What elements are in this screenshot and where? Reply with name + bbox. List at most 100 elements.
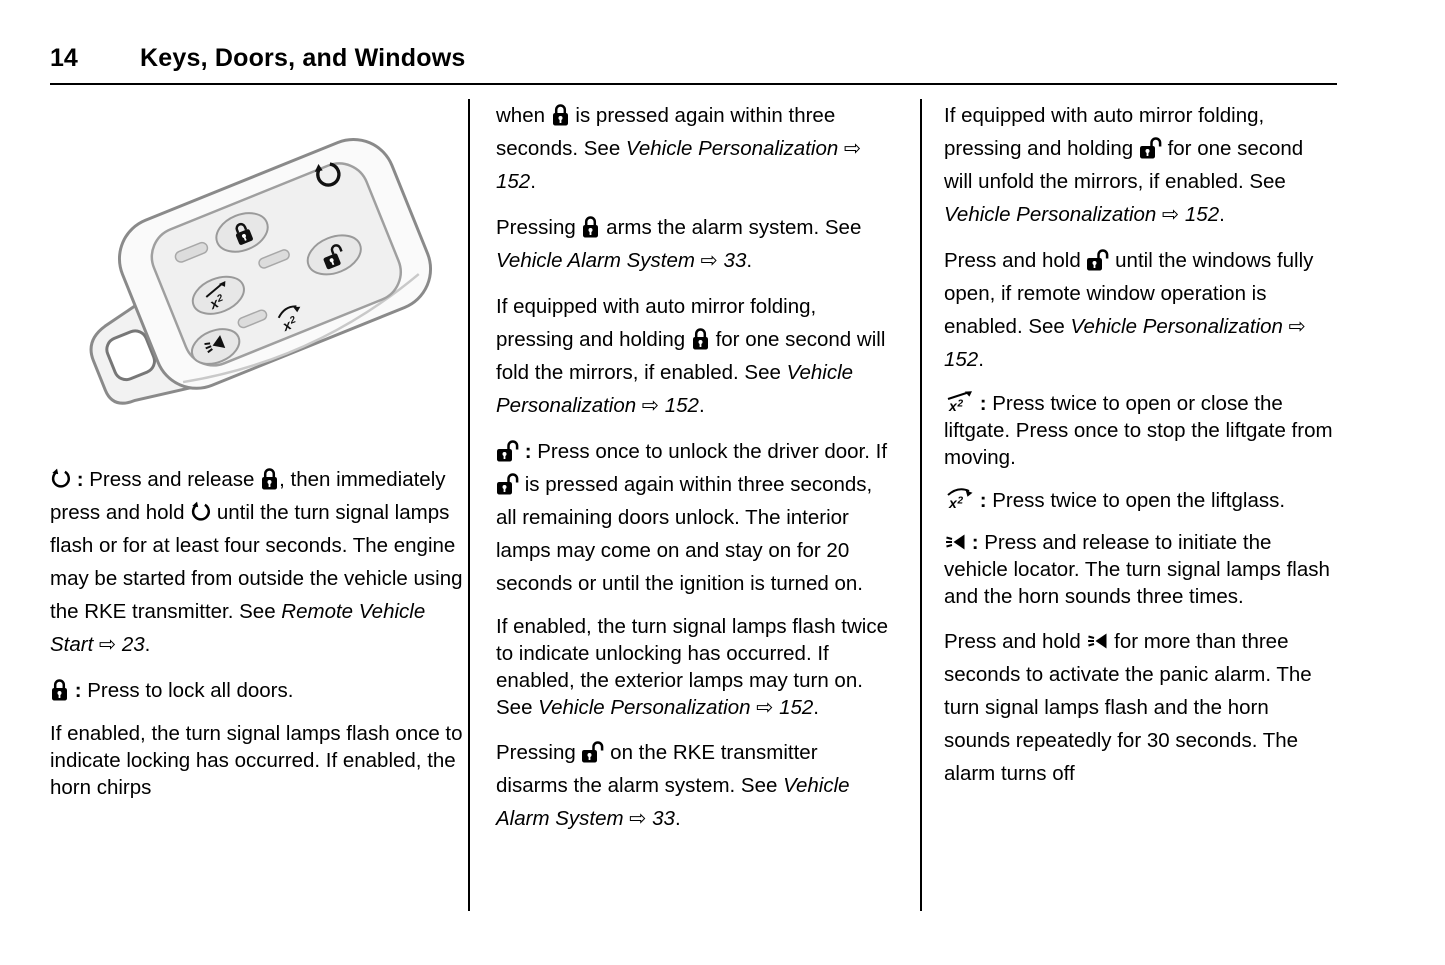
- text-run: :: [966, 531, 985, 554]
- text-run: on the RKE transmitter disarms the alarm…: [496, 741, 818, 797]
- text-run: Press and release: [89, 468, 261, 491]
- liftglass-x2-icon: x 2: [944, 486, 974, 511]
- column-3: If equipped with auto mirror folding, pr…: [922, 99, 1337, 931]
- vehicle-locator-horn-icon: [944, 532, 966, 552]
- liftgate-x2-icon: x 2: [944, 389, 974, 414]
- cross-reference: Vehicle Alarm System ⇨ 33: [496, 774, 850, 830]
- text-run: Press and release to initiate the vehicl…: [944, 531, 1330, 608]
- unlock-icon: [496, 438, 519, 463]
- text-run: for one second will fold the mirrors, if…: [496, 328, 886, 384]
- text-run: .: [978, 348, 984, 371]
- text-run: for one second will unfold the mirrors, …: [944, 137, 1304, 193]
- lock-icon: [260, 466, 279, 491]
- text-run: .: [674, 807, 681, 830]
- text-run: .: [530, 170, 536, 193]
- text-run: Pressing: [496, 216, 582, 239]
- cross-reference: Vehicle Alarm System ⇨ 33: [496, 249, 747, 272]
- text-run: .: [1219, 203, 1225, 226]
- remote-start-icon: [50, 468, 71, 489]
- page-title: Keys, Doors, and Windows: [140, 44, 466, 72]
- fob-horn-button: [190, 328, 241, 365]
- lock-icon: [551, 102, 570, 127]
- paragraph: Pressing arms the alarm system. See Vehi…: [496, 211, 894, 277]
- unlock-icon: [496, 471, 519, 496]
- svg-text:2: 2: [957, 399, 964, 410]
- fob-slot: [237, 309, 268, 329]
- text-run: If equipped with auto mirror folding, pr…: [944, 104, 1265, 160]
- column-divider: [468, 99, 470, 911]
- remote-start-icon: [190, 501, 211, 522]
- svg-text:2: 2: [287, 314, 298, 327]
- text-run: when: [496, 104, 551, 127]
- text-run: If enabled, the turn signal lamps flash …: [50, 722, 463, 799]
- text-run: Press twice to open or close the liftgat…: [944, 392, 1333, 469]
- paragraph: x 2 : Press twice to open the liftglass.: [944, 486, 1337, 514]
- cross-reference: Vehicle Personalization ⇨ 152: [496, 361, 854, 417]
- page-header: 14 Keys, Doors, and Windows: [50, 44, 1337, 73]
- lock-icon: [691, 326, 710, 351]
- text-run: until the windows fully open, if remote …: [944, 249, 1314, 338]
- text-run: :: [974, 489, 993, 512]
- paragraph: when is pressed again within three secon…: [496, 99, 894, 198]
- column-1: x 2: [50, 99, 468, 931]
- page-number: 14: [50, 44, 78, 72]
- cross-reference: Vehicle Personalization ⇨ 152: [944, 315, 1306, 371]
- paragraph: Pressing on the RKE transmitter disarms …: [496, 736, 894, 835]
- cross-reference: Vehicle Personalization ⇨ 152: [538, 696, 814, 719]
- unlock-icon: [1086, 247, 1109, 272]
- fob-slot: [174, 241, 209, 263]
- column-1-text: : Press and release , then immediately p…: [50, 463, 468, 801]
- text-run: .: [144, 633, 151, 656]
- content-columns: x 2: [50, 99, 1337, 931]
- paragraph: If equipped with auto mirror folding, pr…: [496, 290, 894, 422]
- paragraph: : Press to lock all doors.: [50, 674, 468, 707]
- text-run: :: [519, 440, 538, 463]
- paragraph: : Press and release , then immediately p…: [50, 463, 468, 661]
- paragraph: : Press and release to initiate the vehi…: [944, 529, 1337, 610]
- lock-icon: [50, 677, 69, 702]
- text-run: for more than three seconds to activate …: [944, 630, 1312, 785]
- text-run: If enabled, the turn signal lamps flash …: [496, 615, 888, 719]
- text-run: until the turn signal lamps flash or for…: [50, 501, 463, 623]
- column-2-text: when is pressed again within three secon…: [496, 99, 894, 835]
- fob-liftgate-button: x 2: [191, 275, 245, 315]
- text-run: Press once to unlock the driver door. If: [537, 440, 888, 463]
- paragraph: x 2 : Press twice to open or close the l…: [944, 389, 1337, 471]
- text-run: .: [746, 249, 753, 272]
- fob-lock-button: [215, 212, 269, 253]
- paragraph: If equipped with auto mirror folding, pr…: [944, 99, 1337, 231]
- text-run: :: [71, 468, 90, 491]
- paragraph: Press and hold for more than three secon…: [944, 625, 1337, 790]
- header-rule: [50, 83, 1337, 85]
- svg-text:2: 2: [957, 496, 964, 507]
- column-3-text: If equipped with auto mirror folding, pr…: [944, 99, 1337, 790]
- cross-reference: Vehicle Personalization ⇨ 152: [496, 137, 862, 193]
- text-run: :: [69, 679, 88, 702]
- column-2: when is pressed again within three secon…: [470, 99, 920, 931]
- unlock-icon: [1139, 135, 1162, 160]
- text-run: Press twice to open the liftglass.: [992, 489, 1286, 512]
- text-run: , then immediately press and hold: [50, 468, 446, 524]
- paragraph: Press and hold until the windows fully o…: [944, 244, 1337, 376]
- text-run: arms the alarm system. See: [600, 216, 862, 239]
- paragraph: If enabled, the turn signal lamps flash …: [50, 720, 468, 801]
- svg-text:x: x: [948, 495, 958, 511]
- vehicle-locator-horn-icon: [1086, 631, 1108, 651]
- svg-text:x: x: [948, 398, 958, 414]
- lock-icon: [581, 214, 600, 239]
- fob-unlock-button: [306, 234, 362, 276]
- unlock-icon: [581, 739, 604, 764]
- text-run: is pressed again within three seconds, a…: [496, 473, 873, 595]
- fob-remote-start-button: [314, 162, 341, 187]
- cross-reference: Remote Vehicle Start ⇨ 23: [50, 600, 426, 656]
- text-run: is pressed again within three seconds. S…: [496, 104, 836, 160]
- key-fob-graphic: x 2: [89, 137, 433, 405]
- column-divider: [920, 99, 922, 911]
- fob-slot: [258, 249, 290, 269]
- text-run: Pressing: [496, 741, 582, 764]
- text-run: :: [974, 392, 993, 415]
- text-run: .: [698, 394, 705, 417]
- paragraph: : Press once to unlock the driver door. …: [496, 435, 894, 600]
- paragraph: If enabled, the turn signal lamps flash …: [496, 613, 894, 721]
